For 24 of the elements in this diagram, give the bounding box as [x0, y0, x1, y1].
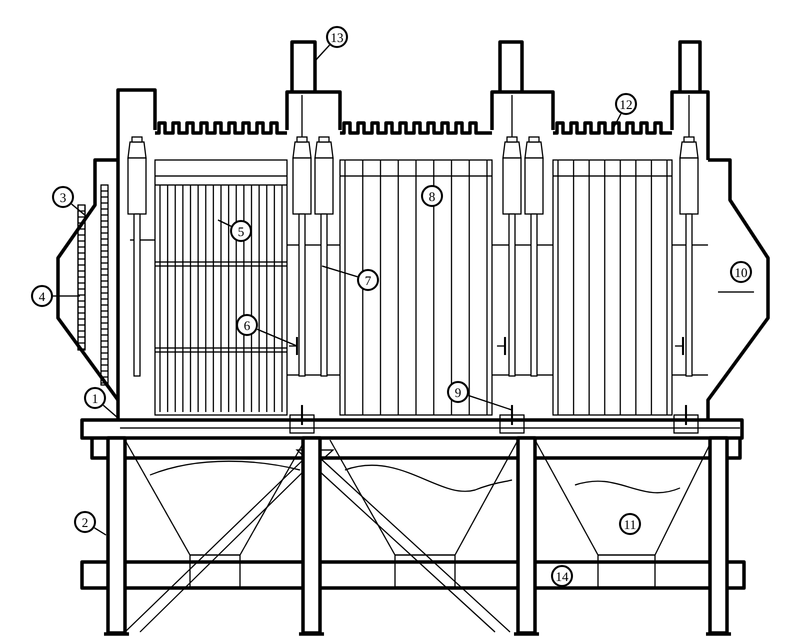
callout-number: 10	[730, 261, 752, 283]
callout-number: 3	[52, 186, 74, 208]
callout-number: 13	[326, 26, 348, 48]
leader-line	[322, 265, 358, 278]
leader-line	[468, 394, 512, 411]
callout-number: 12	[615, 93, 637, 115]
leader-line	[314, 44, 330, 62]
callout-number: 4	[31, 285, 53, 307]
callout-number: 2	[74, 511, 96, 533]
leader-line	[94, 527, 106, 536]
callout-number: 11	[619, 513, 641, 535]
callout-number: 1	[84, 387, 106, 409]
leader-line	[613, 113, 622, 128]
leader-line	[256, 328, 298, 347]
callout-number: 8	[421, 185, 443, 207]
leader-line	[53, 295, 80, 297]
leader-line	[102, 404, 118, 418]
callout-number: 6	[236, 314, 258, 336]
callout-number: 14	[551, 565, 573, 587]
callout-number: 5	[230, 220, 252, 242]
leader-line	[218, 219, 232, 227]
callout-number: 7	[357, 269, 379, 291]
leader-line	[71, 204, 86, 216]
callout-number: 9	[447, 381, 469, 403]
